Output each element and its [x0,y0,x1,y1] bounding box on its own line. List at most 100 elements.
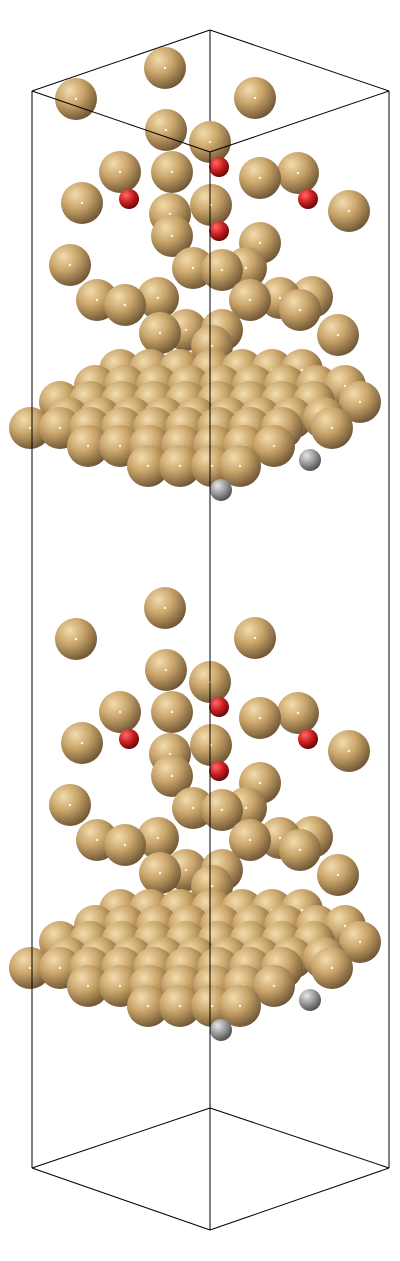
gold-atom-highlight [258,241,262,245]
gold-atom-highlight [80,741,84,745]
gold-atom-highlight [95,838,99,842]
gold-atom-highlight [253,636,257,640]
cell-edge-back-top-right [209,29,390,92]
gold-atom-highlight [118,170,122,174]
gold-atom-highlight [170,170,174,174]
oxygen-atom [119,729,139,749]
gold-atom-highlight [238,464,242,468]
gold-atom-highlight [343,924,347,928]
gold-atom-highlight [158,871,162,875]
gold-atom-highlight [168,212,172,216]
gold-atom-highlight [118,984,122,988]
cell-front-edges [31,90,390,1231]
gold-atom-highlight [296,711,300,715]
gold-atom-highlight [184,328,188,332]
gold-atom-highlight [210,1004,214,1008]
gold-atom-highlight [118,444,122,448]
gold-atom-highlight [164,128,168,132]
gold-atom-highlight [58,426,62,430]
gold-atom-highlight [163,66,167,70]
gold-atom-highlight [68,803,72,807]
gold-atom-highlight [248,838,252,842]
gold-atom-highlight [68,263,72,267]
cell-edge-front-bottom-left [31,1167,211,1231]
carbon-atom [299,449,321,471]
gold-atom-highlight [272,444,276,448]
gold-atom-highlight [336,333,340,337]
gold-atom-highlight [170,234,174,238]
gold-atom-highlight [336,873,340,877]
gold-atom-highlight [163,606,167,610]
gold-atom-highlight [358,400,362,404]
gold-atom-highlight [156,836,160,840]
gold-atom-highlight [118,710,122,714]
gold-atom-highlight [58,966,62,970]
gold-atom-highlight [258,781,262,785]
gold-atom-highlight [220,268,224,272]
gold-atom-highlight [358,940,362,944]
cell-edge-front-top-right [209,90,390,153]
gold-atom-highlight [210,464,214,468]
oxygen-atom [298,729,318,749]
gold-atom-highlight [28,426,32,430]
gold-atom-highlight [300,908,304,912]
gold-atom-highlight [178,464,182,468]
gold-atom-highlight [191,806,195,810]
carbon-atom [210,479,232,501]
gold-atom-highlight [278,836,282,840]
gold-atom-highlight [156,296,160,300]
gold-atom-highlight [80,201,84,205]
gold-atom-highlight [168,752,172,756]
carbon-atom [299,989,321,1011]
gold-atom-highlight [248,298,252,302]
gold-atom-highlight [298,308,302,312]
cell-edge-front-bottom-right [209,1167,390,1231]
gold-atom-highlight [278,296,282,300]
gold-atom-highlight [146,1004,150,1008]
gold-atom-highlight [220,808,224,812]
gold-atom-highlight [238,1004,242,1008]
oxygen-atom [209,761,229,781]
gold-atom-highlight [253,96,257,100]
gold-atom-highlight [170,710,174,714]
gold-atom-highlight [343,384,347,388]
atom-group [9,47,381,1041]
gold-atom-highlight [146,464,150,468]
gold-atom-highlight [123,303,127,307]
gold-atom-highlight [210,344,214,348]
gold-atom-highlight [74,97,78,101]
gold-atom-highlight [244,266,248,270]
oxygen-atom [209,697,229,717]
gold-atom-highlight [258,176,262,180]
gold-atom-highlight [347,209,351,213]
cell-edge-back-top-left [31,29,211,92]
gold-atom-highlight [296,171,300,175]
gold-atom-highlight [86,444,90,448]
cell-edge-back-bottom-right [209,1107,390,1169]
cell-edge-front-top-left [31,90,211,153]
carbon-atom [210,1019,232,1041]
gold-atom-highlight [272,984,276,988]
oxygen-atom [209,157,229,177]
oxygen-atom [209,221,229,241]
gold-atom-highlight [298,848,302,852]
gold-atom-highlight [330,426,334,430]
gold-atom-highlight [210,884,214,888]
gold-atom-highlight [300,368,304,372]
gold-atom-highlight [208,140,212,144]
gold-atom-highlight [158,331,162,335]
gold-atom-highlight [28,966,32,970]
gold-atom-highlight [123,843,127,847]
gold-atom-highlight [191,266,195,270]
gold-atom-highlight [347,749,351,753]
gold-atom-highlight [258,716,262,720]
gold-atom-highlight [330,966,334,970]
gold-atom-highlight [164,668,168,672]
gold-atom-highlight [95,298,99,302]
gold-atom-highlight [184,868,188,872]
gold-atom-highlight [178,1004,182,1008]
oxygen-atom [119,189,139,209]
gold-atom-highlight [74,637,78,641]
gold-atom-highlight [86,984,90,988]
